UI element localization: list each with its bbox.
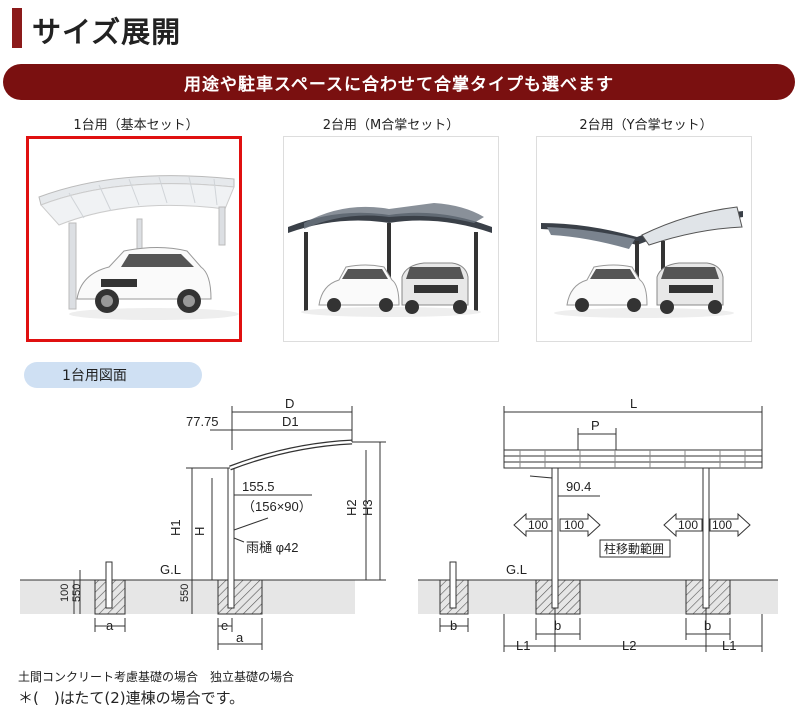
side-view-labels: D D1 77.75 H1 H H2 H3 155.5 （156×90） 雨樋 … bbox=[59, 396, 375, 645]
dim-550-left: 550 bbox=[71, 584, 83, 602]
carport-m-illustration bbox=[288, 203, 492, 317]
carport-single-illustration bbox=[38, 175, 239, 320]
note-independent-foundation: 独立基礎の場合 bbox=[210, 670, 295, 684]
dim-L1-left: L1 bbox=[516, 638, 530, 653]
variant-label-single: 1台用（基本セット） bbox=[73, 118, 199, 133]
arrow-label-3: 100 bbox=[678, 518, 698, 532]
carport-y-illustration bbox=[541, 206, 743, 318]
dim-L: L bbox=[630, 396, 637, 411]
title-accent-bar bbox=[12, 8, 22, 48]
ground-level-side: G.L bbox=[160, 562, 181, 577]
dim-gutter-sub: （156×90） bbox=[242, 499, 312, 514]
technical-drawing: D D1 77.75 H1 H H2 H3 155.5 （156×90） 雨樋 … bbox=[20, 396, 778, 653]
dim-L1-right: L1 bbox=[722, 638, 736, 653]
dim-b-2: b bbox=[554, 618, 561, 633]
variant-image-single[interactable] bbox=[26, 136, 242, 342]
banner: 用途や駐車スペースに合わせて合掌タイプも選べます bbox=[3, 64, 795, 100]
gutter-label: 雨樋 φ42 bbox=[246, 540, 299, 555]
arrow-label-4: 100 bbox=[712, 518, 732, 532]
dim-D: D bbox=[285, 396, 294, 411]
dim-e: e bbox=[221, 618, 228, 633]
variant-label-y: 2台用（Y合掌セット） bbox=[579, 118, 713, 133]
dim-gutter-top: 155.5 bbox=[242, 479, 275, 494]
dim-offset: 77.75 bbox=[186, 414, 219, 429]
dim-D1: D1 bbox=[282, 414, 299, 429]
side-view bbox=[20, 406, 386, 650]
footnote: ＊( )はたて(2)連棟の場合です。 bbox=[18, 689, 245, 707]
dim-a-left: a bbox=[106, 618, 114, 633]
dim-L2: L2 bbox=[622, 638, 636, 653]
dim-H: H bbox=[192, 527, 207, 536]
dim-a-main: a bbox=[236, 630, 244, 645]
front-view-labels: L P 90.4 100 100 100 100 柱移動範囲 G.L b b b… bbox=[450, 396, 736, 653]
dim-b-1: b bbox=[450, 618, 457, 633]
drawing-section-label: 1台用図面 bbox=[24, 362, 202, 388]
variant-image-y[interactable] bbox=[536, 136, 752, 342]
dim-100: 100 bbox=[59, 584, 71, 602]
arrow-label-2: 100 bbox=[564, 518, 584, 532]
dim-550-main: 550 bbox=[179, 584, 191, 602]
dim-H2: H2 bbox=[344, 499, 359, 516]
variant-label-m: 2台用（M合掌セット） bbox=[322, 118, 460, 133]
dim-90-4: 90.4 bbox=[566, 479, 591, 494]
arrow-label-1: 100 bbox=[528, 518, 548, 532]
post-range-label: 柱移動範囲 bbox=[604, 541, 664, 556]
ground-level-front: G.L bbox=[506, 562, 527, 577]
dim-H1: H1 bbox=[168, 519, 183, 536]
front-view bbox=[418, 406, 778, 652]
variant-image-m[interactable] bbox=[283, 136, 499, 342]
note-slab-foundation: 土間コンクリート考慮基礎の場合 bbox=[18, 670, 199, 684]
page-title: サイズ展開 bbox=[32, 15, 182, 49]
dim-P: P bbox=[591, 418, 600, 433]
dim-b-3: b bbox=[704, 618, 711, 633]
dim-H3: H3 bbox=[360, 499, 375, 516]
